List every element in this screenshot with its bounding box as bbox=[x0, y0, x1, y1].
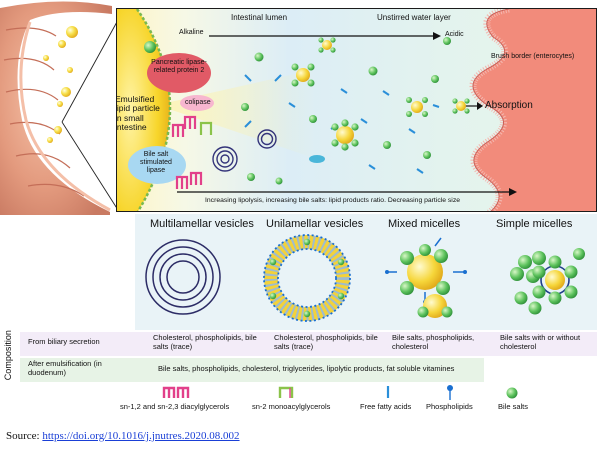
lipid-droplet bbox=[57, 101, 63, 107]
lumen-micelle bbox=[318, 37, 336, 53]
biliary-row-label: From biliary secretion bbox=[28, 337, 100, 346]
lumen-micelle bbox=[406, 97, 428, 117]
unilamellar-title: Unilamellar vesicles bbox=[266, 218, 364, 230]
biliary-mixed-value: Bile salts, phospholipids, cholesterol bbox=[392, 333, 475, 351]
intestine-illustration bbox=[0, 1, 112, 215]
biliary-simple-value: Bile salts with or without cholesterol bbox=[500, 333, 581, 351]
structures-artwork bbox=[145, 234, 585, 322]
legend-bile-salts: Bile salts bbox=[498, 402, 529, 411]
lipid-droplet bbox=[67, 67, 73, 73]
legend-phospholipids: Phospholipids bbox=[426, 402, 473, 411]
intestinal-lumen-label: Intestinal lumen bbox=[231, 13, 288, 22]
lipid-droplet bbox=[61, 87, 71, 97]
pancreatic-lipase-shape bbox=[147, 53, 211, 93]
bile-salt-icon bbox=[506, 387, 518, 399]
monoacylglycerol-icon bbox=[278, 386, 294, 398]
composition-axis-label: Composition bbox=[2, 330, 13, 381]
emulsification-value: Bile salts, phospholipids, cholesterol, … bbox=[158, 364, 455, 373]
phospholipid-icon bbox=[447, 385, 453, 400]
lipid-droplet bbox=[43, 55, 49, 61]
source-link[interactable]: https://doi.org/10.1016/j.jnutres.2020.0… bbox=[42, 430, 240, 442]
lipid-droplet bbox=[54, 126, 62, 134]
simple-title: Simple micelles bbox=[496, 218, 573, 230]
bile-salt-lipase-label: Bile salt stimulated lipase bbox=[140, 151, 172, 175]
colipase-label: colipase bbox=[185, 99, 211, 106]
lipid-droplet bbox=[66, 26, 78, 38]
multilamellar-title: Multilamellar vesicles bbox=[150, 218, 254, 230]
lumen-artwork bbox=[117, 9, 596, 211]
lumen-micelle bbox=[331, 119, 359, 151]
source-line: Source: https://doi.org/10.1016/j.jnutre… bbox=[6, 430, 240, 442]
absorption-label: Absorption bbox=[485, 100, 533, 111]
pancreatic-lipase-label: Pancreatic lipase-related protein 2 bbox=[151, 59, 207, 75]
mixed-title: Mixed micelles bbox=[388, 218, 461, 230]
simple-micelle bbox=[510, 248, 585, 315]
unilamellar-vesicle bbox=[263, 234, 351, 322]
legend-icons bbox=[162, 385, 518, 400]
emulsified-particle-label: Emulsified lipid particle in small intes… bbox=[116, 94, 160, 133]
diacylglycerol-icon bbox=[162, 386, 190, 398]
alkaline-label: Alkaline bbox=[179, 29, 204, 36]
biliary-unilamellar-value: Cholesterol, phospholipids, bile salts (… bbox=[274, 333, 378, 351]
lumen-micelle bbox=[452, 98, 470, 114]
lumen-micelle bbox=[291, 63, 315, 87]
multilamellar-vesicle bbox=[145, 239, 221, 315]
bssl-shape bbox=[128, 146, 186, 184]
lumen-panel: Intestinal lumen Unstirred water layer A… bbox=[116, 8, 597, 212]
lipid-droplet bbox=[58, 40, 66, 48]
brush-border-label: Brush border (enterocytes) bbox=[491, 53, 575, 60]
biliary-row bbox=[20, 332, 597, 356]
legend-monoacylglycerols: sn-2 monoacylglycerols bbox=[252, 402, 331, 411]
acidic-label: Acidic bbox=[445, 31, 464, 38]
mixed-micelle bbox=[385, 237, 467, 318]
legend-diacylglycerols: sn-1,2 and sn-2,3 diacylglycerols bbox=[120, 402, 230, 411]
unstirred-water-layer-label: Unstirred water layer bbox=[377, 13, 451, 22]
zoom-lines bbox=[61, 19, 119, 211]
emulsification-row-label: After emulsification (in duodenum) bbox=[28, 359, 102, 377]
composition-axis: Composition bbox=[0, 330, 16, 382]
particle-size-arrow-label: Increasing lipolysis, increasing bile sa… bbox=[205, 197, 460, 204]
lipid-droplet bbox=[47, 137, 53, 143]
emulsification-row bbox=[20, 358, 484, 382]
legend-fatty-acids: Free fatty acids bbox=[360, 402, 412, 411]
colipase-shape bbox=[180, 95, 214, 111]
biliary-multilamellar-value: Cholesterol, phospholipids, bile salts (… bbox=[153, 333, 257, 351]
source-label: Source: bbox=[6, 430, 43, 442]
